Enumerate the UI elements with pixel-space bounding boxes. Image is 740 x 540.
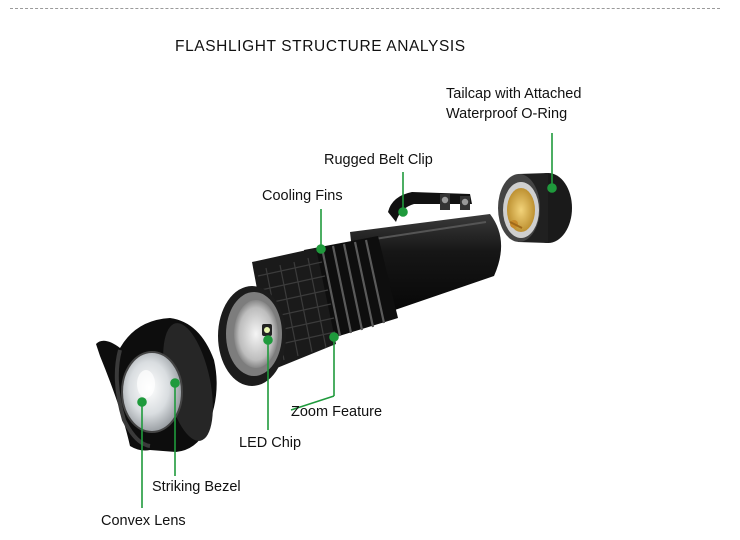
diagram-title: FLASHLIGHT STRUCTURE ANALYSIS xyxy=(175,38,466,55)
label-tailcap-line1: Tailcap with Attached xyxy=(446,86,582,102)
tailcap-marker-dot xyxy=(547,183,557,193)
tailcap-part xyxy=(498,173,572,243)
head-front-part xyxy=(218,286,286,386)
label-striking-bezel: Striking Bezel xyxy=(152,479,241,495)
label-led-chip: LED Chip xyxy=(239,435,302,451)
label-cooling-fins: Cooling Fins xyxy=(262,188,343,204)
convex-lens-marker-dot xyxy=(137,397,147,407)
convex-lens-part xyxy=(121,351,183,433)
label-zoom-feature: Zoom Feature xyxy=(291,404,383,420)
zoom-feature-leader-bend xyxy=(290,395,335,411)
label-tailcap-line2: Waterproof O-Ring xyxy=(446,106,568,122)
cooling-fins-marker-dot xyxy=(316,244,326,254)
top-dashed-divider xyxy=(10,8,720,9)
led-chip-marker-dot xyxy=(263,335,273,345)
zoom-feature-marker-dot xyxy=(329,332,339,342)
label-belt-clip: Rugged Belt Clip xyxy=(324,152,433,168)
zoom-head-part xyxy=(252,248,336,370)
belt-clip-marker-dot xyxy=(398,207,408,217)
belt-clip-part xyxy=(388,192,472,222)
striking-bezel-marker-dot xyxy=(170,378,180,388)
label-convex-lens: Convex Lens xyxy=(101,513,186,529)
